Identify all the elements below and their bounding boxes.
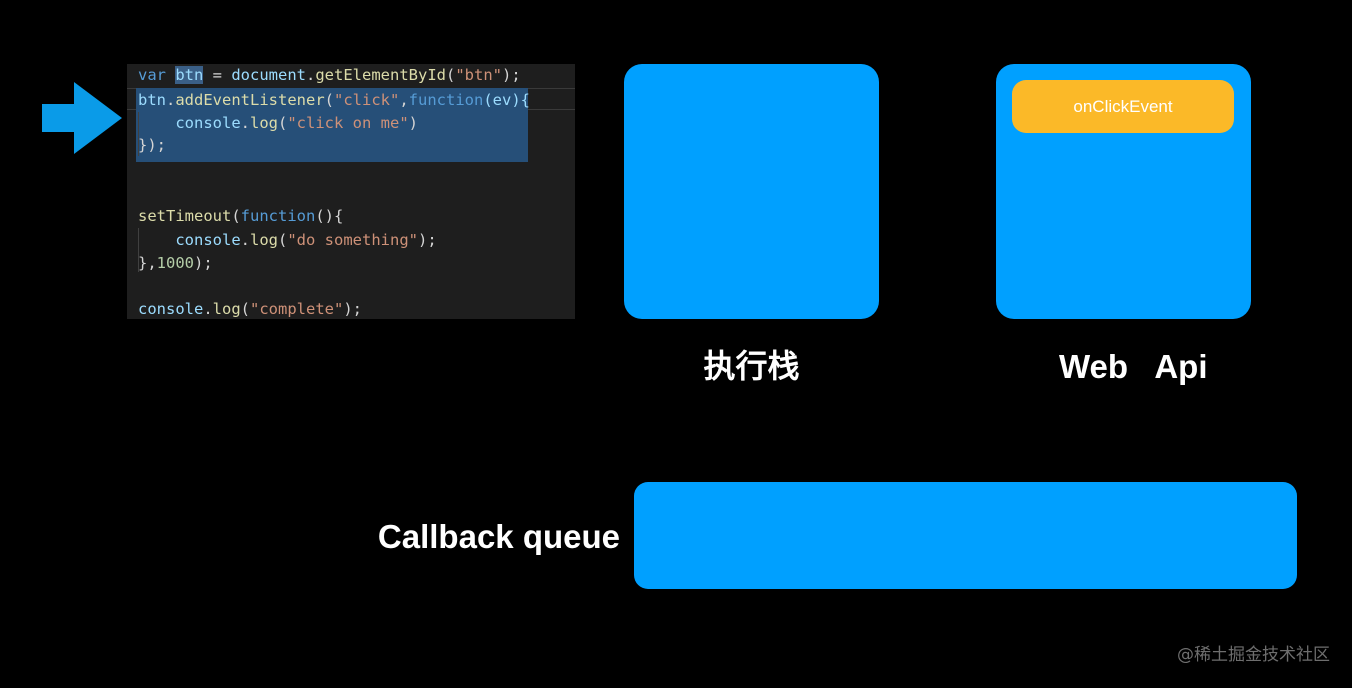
code-token bbox=[138, 114, 175, 132]
code-token: log bbox=[250, 114, 278, 132]
code-token: addEventListener bbox=[175, 91, 325, 109]
code-token: btn bbox=[138, 91, 166, 109]
code-token: ( bbox=[278, 114, 288, 132]
code-token: . bbox=[166, 91, 176, 109]
web-api-label: Web Api bbox=[1059, 348, 1208, 385]
code-line-8: console.log("complete"); bbox=[138, 298, 362, 319]
code-token: ); bbox=[343, 300, 363, 318]
code-token: . bbox=[306, 66, 316, 84]
code-token: ) bbox=[408, 114, 419, 132]
code-token: btn bbox=[175, 66, 204, 84]
code-token: = bbox=[203, 66, 232, 84]
watermark: @稀土掘金技术社区 bbox=[1177, 645, 1330, 665]
code-token: (){ bbox=[315, 207, 344, 225]
code-token: . bbox=[203, 300, 213, 318]
code-token: ( bbox=[278, 231, 288, 249]
code-token: ( bbox=[231, 207, 241, 225]
code-line-7: },1000); bbox=[138, 252, 213, 274]
code-token: 1000 bbox=[156, 254, 194, 272]
indent-guide bbox=[138, 112, 139, 156]
code-token: ( bbox=[324, 91, 334, 109]
code-token: function bbox=[408, 91, 484, 109]
code-token bbox=[138, 231, 175, 249]
code-line-2: btn.addEventListener("click",function(ev… bbox=[138, 89, 530, 111]
code-token: ( bbox=[240, 300, 251, 318]
code-token bbox=[166, 66, 175, 84]
code-line-1: var btn = document.getElementById("btn")… bbox=[138, 64, 521, 86]
code-token: . bbox=[240, 114, 250, 132]
execution-stack-box bbox=[624, 64, 879, 319]
code-token: "click" bbox=[334, 91, 400, 109]
code-editor: var btn = document.getElementById("btn")… bbox=[127, 64, 575, 319]
code-token: document bbox=[231, 66, 306, 84]
callback-queue-box bbox=[634, 482, 1297, 589]
code-token: (ev){ bbox=[483, 91, 530, 109]
code-token: function bbox=[240, 207, 316, 225]
code-token: console bbox=[138, 300, 204, 318]
code-token: console bbox=[175, 231, 241, 249]
code-token: ( bbox=[446, 66, 456, 84]
code-line-5: setTimeout(function(){ bbox=[138, 205, 343, 227]
code-token: "btn" bbox=[455, 66, 503, 84]
right-arrow-icon bbox=[42, 82, 122, 154]
code-line-6: console.log("do something"); bbox=[138, 229, 437, 251]
code-token: var bbox=[138, 66, 166, 84]
callback-queue-label: Callback queue bbox=[377, 518, 620, 555]
code-token: ); bbox=[418, 231, 437, 249]
code-line-4: }); bbox=[138, 136, 166, 154]
code-token: "do something" bbox=[287, 231, 418, 249]
code-line-3: console.log("click on me") bbox=[138, 112, 418, 134]
code-token: getElementById bbox=[315, 66, 446, 84]
execution-stack-label: 执行栈 bbox=[703, 347, 800, 385]
code-token: setTimeout bbox=[138, 207, 232, 225]
code-token: log bbox=[212, 300, 241, 318]
code-token: console bbox=[175, 114, 241, 132]
code-token: "click on me" bbox=[287, 114, 409, 132]
onclick-event-pill: onClickEvent bbox=[1012, 80, 1234, 133]
code-token: "complete" bbox=[250, 300, 344, 318]
code-token: ); bbox=[194, 254, 213, 272]
code-token: ); bbox=[502, 66, 521, 84]
indent-guide bbox=[138, 228, 139, 272]
code-token: . bbox=[240, 231, 250, 249]
code-token: }, bbox=[138, 254, 157, 272]
code-token: , bbox=[399, 91, 409, 109]
code-selection-highlight bbox=[136, 88, 528, 162]
code-token: log bbox=[250, 231, 278, 249]
